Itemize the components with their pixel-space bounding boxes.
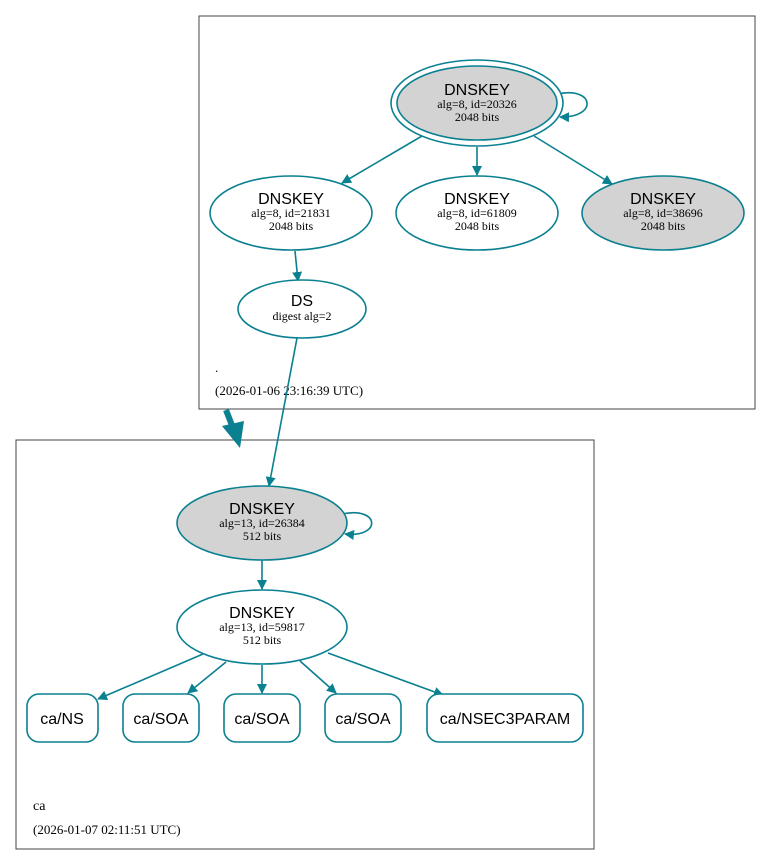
node-ds: DS digest alg=2	[237, 279, 367, 339]
edge-root-ksk-to-key3	[533, 135, 613, 185]
ca-zone-timestamp: (2026-01-07 02:11:51 UTC)	[33, 822, 181, 837]
node-detail: alg=8, id=38696	[623, 206, 703, 220]
node-detail: alg=8, id=61809	[437, 206, 517, 220]
edge-ca-zsk-to-soa3	[299, 660, 337, 694]
node-bits: 512 bits	[243, 633, 282, 647]
root-zone-name: .	[215, 360, 218, 375]
node-detail: alg=13, id=59817	[219, 620, 305, 634]
edge-ds-to-ca-ksk	[265, 337, 298, 487]
rrset-ca-soa: ca/SOA	[324, 693, 402, 743]
node-bits: 2048 bits	[455, 219, 500, 233]
rrset-label: ca/NS	[40, 711, 84, 728]
edge-ca-zsk-to-nsec3param	[327, 652, 444, 697]
root-zone-cluster: . (2026-01-06 23:16:39 UTC)	[198, 15, 756, 410]
rrset-label: ca/SOA	[234, 711, 289, 728]
edge-zsk1-to-ds	[292, 250, 303, 282]
node-detail: alg=8, id=21831	[251, 206, 331, 220]
node-title: DNSKEY	[630, 191, 696, 208]
rrset-ca-soa: ca/SOA	[122, 693, 200, 743]
delegation-arrow	[222, 408, 244, 448]
rrset-ca-ns: ca/NS	[26, 693, 99, 743]
rrset-label: ca/SOA	[335, 711, 390, 728]
node-ca-zsk: DNSKEY alg=13, id=59817 512 bits	[176, 589, 348, 665]
node-root-key-38696: DNSKEY alg=8, id=38696 2048 bits	[581, 175, 745, 251]
edge-ca-ksk-self	[341, 511, 373, 540]
edge-root-ksk-self	[556, 91, 588, 123]
node-title: DNSKEY	[229, 501, 295, 518]
node-detail: alg=8, id=20326	[437, 97, 517, 111]
edges	[97, 91, 613, 701]
node-bits: 2048 bits	[641, 219, 686, 233]
rrset-ca-soa: ca/SOA	[223, 693, 301, 743]
node-title: DS	[291, 293, 313, 310]
edge-ca-zsk-to-soa1	[187, 661, 227, 694]
node-root-zsk-61809: DNSKEY alg=8, id=61809 2048 bits	[395, 175, 559, 251]
rrset-label: ca/SOA	[133, 711, 188, 728]
node-root-zsk-21831: DNSKEY alg=8, id=21831 2048 bits	[209, 175, 373, 251]
edge-root-ksk-to-zsk1	[341, 135, 423, 184]
ca-zone-name: ca	[33, 799, 46, 814]
node-bits: 2048 bits	[455, 110, 500, 124]
rrset-label: ca/NSEC3PARAM	[440, 711, 570, 728]
rrset-nodes: ca/NS ca/SOA ca/SOA ca/SOA ca/NSEC3PARAM	[26, 693, 584, 743]
ca-zone-cluster: ca (2026-01-07 02:11:51 UTC)	[15, 439, 595, 850]
node-detail: alg=13, id=26384	[219, 516, 305, 530]
root-zone-timestamp: (2026-01-06 23:16:39 UTC)	[215, 383, 363, 398]
node-title: DNSKEY	[229, 605, 295, 622]
node-bits: 2048 bits	[269, 219, 314, 233]
node-title: DNSKEY	[444, 191, 510, 208]
node-root-ksk: DNSKEY alg=8, id=20326 2048 bits	[390, 59, 564, 147]
node-bits: 512 bits	[243, 529, 282, 543]
node-detail: digest alg=2	[272, 309, 331, 323]
node-ca-ksk: DNSKEY alg=13, id=26384 512 bits	[176, 485, 348, 561]
rrset-ca-nsec3param: ca/NSEC3PARAM	[426, 693, 584, 743]
edge-ca-zsk-to-ns	[97, 653, 204, 701]
node-title: DNSKEY	[444, 82, 510, 99]
node-title: DNSKEY	[258, 191, 324, 208]
